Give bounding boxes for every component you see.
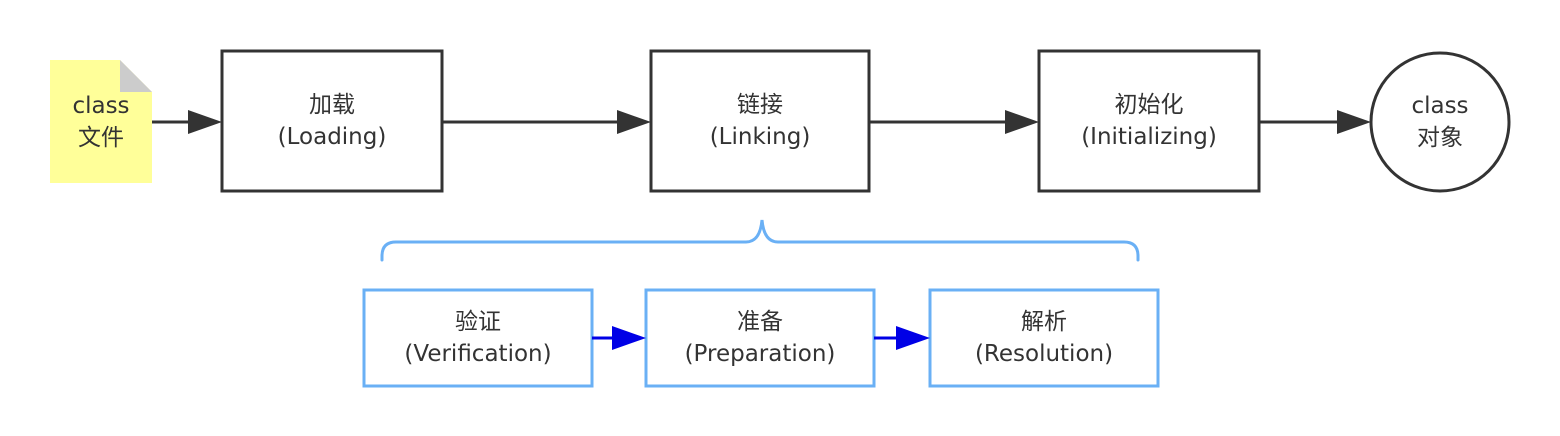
loading-name: 加载 (309, 92, 355, 118)
class-file-line1: class (72, 92, 130, 119)
class-object-line1: class (1411, 93, 1469, 119)
arrowhead-verification-to-preparation (612, 326, 646, 350)
class-file-line2: 文件 (78, 124, 124, 151)
arrowhead-initializing-to-object (1337, 110, 1371, 134)
linking-stage-box (649, 49, 871, 193)
arrowhead-linking-to-initializing (1005, 110, 1039, 134)
class-file-node (50, 60, 152, 183)
resolution-name: 解析 (1021, 309, 1067, 335)
initializing-english: (Initializing) (1081, 124, 1217, 150)
sub-flow-arrows (592, 326, 930, 350)
arrowhead-file-to-loading (188, 110, 222, 134)
preparation-name: 准备 (737, 309, 783, 335)
arrowhead-preparation-to-resolution (896, 326, 930, 350)
resolution-english: (Resolution) (974, 341, 1114, 367)
main-flow-arrows (152, 110, 1371, 134)
verification-english: (Verification) (404, 341, 552, 367)
linking-english: (Linking) (709, 124, 811, 150)
preparation-english: (Preparation) (684, 341, 836, 367)
linking-stage-label: 链接 (Linking) (651, 51, 869, 191)
class-object-label: class 对象 (1371, 53, 1509, 191)
preparation-box (644, 288, 876, 388)
preparation-label: 准备 (Preparation) (646, 290, 874, 386)
loading-stage-label: 加载 (Loading) (222, 51, 442, 191)
linking-brace (380, 219, 1140, 262)
verification-label: 验证 (Verification) (364, 290, 592, 386)
class-object-line2: 对象 (1417, 125, 1463, 151)
resolution-box (928, 288, 1160, 388)
initializing-stage-label: 初始化 (Initializing) (1039, 51, 1259, 191)
initializing-name: 初始化 (1114, 92, 1184, 118)
verification-box (362, 288, 594, 388)
arrowhead-loading-to-linking (617, 110, 651, 134)
class-file-label: class 文件 (50, 60, 152, 183)
resolution-label: 解析 (Resolution) (930, 290, 1158, 386)
verification-name: 验证 (455, 309, 501, 335)
initializing-stage-box (1037, 49, 1261, 193)
note-fold-icon (120, 60, 152, 92)
loading-stage-box (220, 49, 444, 193)
loading-english: (Loading) (277, 124, 387, 150)
linking-name: 链接 (737, 92, 783, 118)
